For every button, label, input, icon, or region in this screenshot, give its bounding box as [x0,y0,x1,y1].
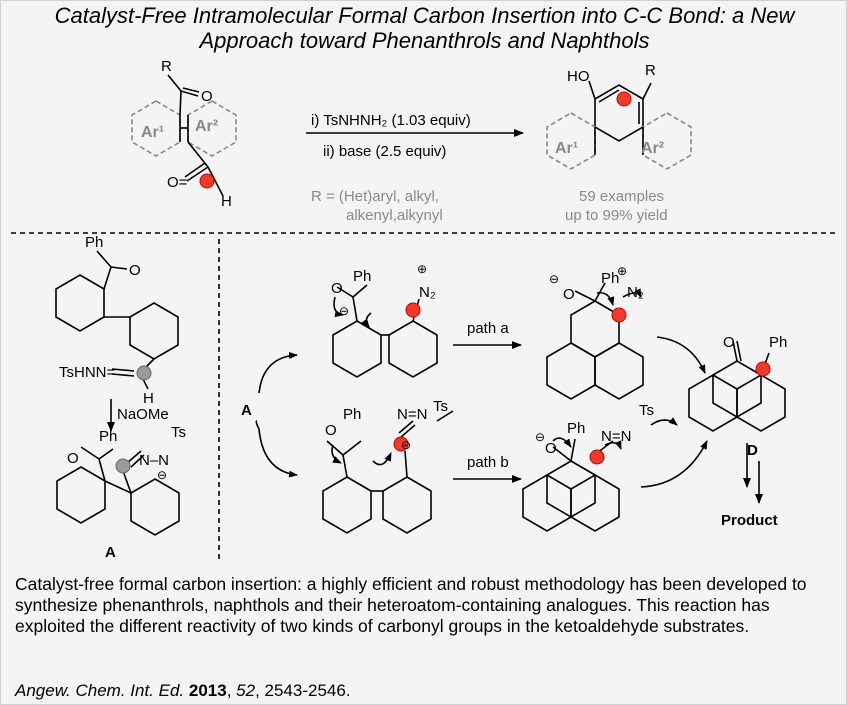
condition-1: i) TsNHNH₂ (1.03 equiv) [311,112,471,129]
product-HO-label: HO [567,68,590,85]
substrate-R-label: R [161,58,172,75]
left-bottom-nn: N–N [139,452,169,469]
path-b-minus: ⊖ [401,438,411,452]
naome-label: NaOMe [117,406,169,423]
path-b-nn: N=N [397,406,427,423]
path-b-prod-minus: ⊖ [535,430,545,444]
product-ar1-label: Ar¹ [555,140,578,157]
tshn-label: TsHNN= [59,364,115,381]
left-top-structure [55,250,179,390]
path-a-intermediate [332,284,438,378]
left-h-label: H [143,390,154,407]
intermediate-D-structure [688,340,786,432]
path-a-o: O [331,280,343,297]
path-b-prod-nn: N=N [601,428,631,445]
condition-2: ii) base (2.5 equiv) [323,143,446,160]
max-yield: up to 99% yield [565,207,668,224]
path-a-label: path a [467,320,509,337]
examples-count: 59 examples [579,188,664,205]
D-label: D [747,442,758,459]
left-bottom-structure-A [56,446,180,536]
path-a-minus: ⊖ [339,304,349,318]
left-bottom-minus: ⊖ [157,468,167,482]
final-product-label: Product [721,512,778,529]
r-groups-line-2: alkenyl,alkynyl [346,207,443,224]
substrate-O-label: O [201,88,213,105]
citation-sep-1: , [226,681,237,700]
left-ph-label: Ph [85,234,103,251]
path-a-prod-minus: ⊖ [549,272,559,286]
r-groups-line-1: R = (Het)aryl, alkyl, [311,188,439,205]
citation-year: 2013 [188,681,227,700]
ar2-label: Ar² [195,118,218,135]
path-b-prod-ph: Ph [567,420,585,437]
aldehyde-O-label: O= [167,174,188,191]
citation: Angew. Chem. Int. Ed. 2013, 52, 2543-254… [15,681,351,701]
path-b-intermediate [322,410,454,534]
path-b-o: O [325,422,337,439]
title-line-2: Approach toward Phenanthrols and Naphtho… [199,28,650,53]
path-b-label: path b [467,454,509,471]
product-R-label: R [645,62,656,79]
path-b-ts: Ts [433,398,448,415]
carbon-highlight-icon-product [616,91,632,107]
path-b-prod-ts: Ts [639,402,654,419]
left-bottom-ph: Ph [99,428,117,445]
citation-volume: 52 [236,681,256,700]
path-a-prod-n2: N₂ [627,284,644,301]
path-a-ph: Ph [353,268,371,285]
D-o-label: O [723,334,735,351]
path-a-prod-ph: Ph [601,270,619,287]
reaction-scheme: R O O= H Ar¹ Ar² i) TsNHNH₂ (1.03 equiv)… [11,58,838,563]
product-structure [546,80,692,170]
path-b-phenanthrene [522,438,620,532]
path-a-n2: N₂ [419,284,436,301]
aldehyde-H-label: H [221,193,232,210]
path-a-plus: ⊕ [417,262,427,276]
path-a-prod-plus: ⊕ [617,264,627,278]
summary-text: Catalyst-free formal carbon insertion: a… [15,574,807,636]
mid-A-label: A [241,402,252,419]
product-ar2-label: Ar² [641,140,664,157]
left-bottom-ts: Ts [171,424,186,441]
left-A-label: A [105,544,116,561]
title-line-1: Catalyst-Free Intramolecular Formal Carb… [54,3,795,28]
citation-pages: , 2543-2546. [255,681,351,700]
left-o-label: O [129,262,141,279]
carbon-highlight-icon [199,173,215,189]
substrate-structure [131,74,237,197]
journal-name: Angew. Chem. Int. Ed. [15,681,189,700]
carbon-gray-highlight-icon [136,365,152,381]
path-b-ph: Ph [343,406,361,423]
path-b-prod-o: O [545,440,557,457]
left-bottom-o: O [67,450,79,467]
ar1-label: Ar¹ [141,124,164,141]
D-ph-label: Ph [769,334,787,351]
path-a-prod-o: O [563,286,575,303]
